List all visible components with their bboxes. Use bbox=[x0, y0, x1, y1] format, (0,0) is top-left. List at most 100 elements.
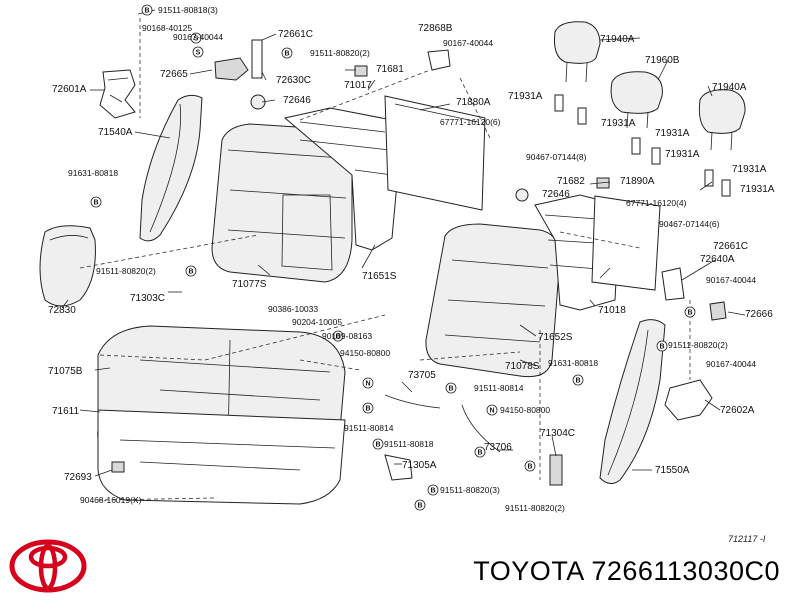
part-label: 90467-07144(6) bbox=[659, 219, 720, 229]
side-cushion-71550A bbox=[599, 319, 666, 484]
seatback-left-71077S bbox=[211, 123, 353, 283]
knob-72646 bbox=[250, 94, 266, 110]
lock-72665 bbox=[214, 57, 249, 81]
part-label: 73706 bbox=[484, 442, 512, 453]
part-label: 72665 bbox=[160, 69, 188, 80]
part-label: 90167-40044 bbox=[443, 38, 493, 48]
part-label: 71018 bbox=[598, 305, 626, 316]
part-label: 71303C bbox=[130, 293, 165, 304]
part-label: 72640A bbox=[700, 254, 735, 265]
marker-circles: B S S B B B N B B N B B B B B B B B B bbox=[90, 4, 696, 511]
part-label: 67771-16120(6) bbox=[440, 117, 501, 127]
armrest-72830 bbox=[39, 225, 96, 307]
footer: 712117 -I TOYOTA 7266113030C0 bbox=[0, 530, 800, 600]
part-label: 71075B bbox=[48, 366, 83, 377]
brand-caption: TOYOTA 7266113030C0 bbox=[473, 556, 780, 586]
part-label: 91511-80820(2) bbox=[96, 266, 156, 276]
striker-72630C bbox=[251, 39, 263, 79]
part-label: 91631-80818 bbox=[68, 168, 118, 178]
side-cushion-71540A bbox=[139, 94, 203, 242]
part-label: 72693 bbox=[64, 472, 92, 483]
part-label: 72661C bbox=[713, 241, 748, 252]
lock-72640A bbox=[661, 267, 685, 301]
part-label: 71017 bbox=[344, 80, 372, 91]
bracket-71305A bbox=[384, 454, 413, 481]
lock-72666 bbox=[709, 301, 727, 321]
part-label: 72601A bbox=[52, 84, 87, 95]
part-label: 72868B bbox=[418, 23, 453, 34]
part-label: 72646 bbox=[283, 95, 311, 106]
svg-text:B: B bbox=[375, 442, 380, 449]
seatback-frame-71017 bbox=[283, 107, 401, 251]
part-label: 71931A bbox=[740, 184, 775, 195]
part-label: 91511-80820(3) bbox=[440, 485, 500, 495]
headrest-71940A-right bbox=[698, 89, 746, 134]
part-label: 71940A bbox=[600, 34, 635, 45]
dashed-leaders bbox=[79, 18, 691, 501]
knob-72646-right bbox=[515, 188, 529, 202]
part-label: 72602A bbox=[720, 405, 755, 416]
svg-text:N: N bbox=[365, 381, 370, 388]
part-label: 71681 bbox=[376, 64, 404, 75]
svg-text:B: B bbox=[365, 406, 370, 413]
svg-text:B: B bbox=[93, 200, 98, 207]
part-label: 90468-16019(X) bbox=[80, 495, 142, 505]
part-label: 71077S bbox=[232, 279, 267, 290]
svg-text:B: B bbox=[144, 8, 149, 15]
svg-text:B: B bbox=[575, 378, 580, 385]
part-label: 71940A bbox=[712, 82, 747, 93]
part-label: 71540A bbox=[98, 127, 133, 138]
part-label: 94150-80800 bbox=[500, 405, 550, 415]
seat-pad-71611 bbox=[97, 409, 346, 505]
part-label: 71682 bbox=[557, 176, 585, 187]
svg-text:B: B bbox=[335, 334, 340, 341]
belt-73706 bbox=[461, 404, 501, 453]
svg-text:B: B bbox=[527, 464, 532, 471]
part-label: 90386-10033 bbox=[268, 304, 318, 314]
part-label: 67771-16120(4) bbox=[626, 198, 687, 208]
seatback-right-71078S bbox=[425, 223, 561, 378]
part-label: 73705 bbox=[408, 370, 436, 381]
part-label: 71931A bbox=[601, 118, 636, 129]
svg-text:B: B bbox=[687, 310, 692, 317]
part-label: 91511-80814 bbox=[474, 383, 524, 393]
part-label: 90109-08163 bbox=[322, 331, 372, 341]
part-labels: 91511-80818(3) 90168-40125 90167-40044 7… bbox=[48, 5, 775, 513]
svg-text:B: B bbox=[430, 488, 435, 495]
part-label: 71550A bbox=[655, 465, 690, 476]
part-label: 71611 bbox=[52, 406, 80, 417]
buckle-71304C bbox=[549, 454, 563, 486]
part-label: 72646 bbox=[542, 189, 570, 200]
svg-text:B: B bbox=[448, 386, 453, 393]
part-label: 71931A bbox=[655, 128, 690, 139]
part-label: 71305A bbox=[402, 460, 437, 471]
headrest-71940A-left bbox=[554, 21, 601, 64]
part-label: 71931A bbox=[665, 149, 700, 160]
toyota-logo bbox=[9, 539, 87, 593]
clip-72693 bbox=[111, 461, 125, 473]
part-label: 91631-80818 bbox=[548, 358, 598, 368]
part-label: 71960B bbox=[645, 55, 680, 66]
part-label: 94150-80800 bbox=[340, 348, 390, 358]
belt-73705 bbox=[384, 394, 441, 409]
headrest-71960B bbox=[610, 71, 663, 114]
part-label: 91511-80818 bbox=[384, 439, 434, 449]
part-label: 90167-40044 bbox=[706, 275, 756, 285]
part-label: 71931A bbox=[508, 91, 543, 102]
svg-text:S: S bbox=[196, 50, 201, 57]
part-label: 90167-40044 bbox=[173, 32, 223, 42]
part-label: 71652S bbox=[538, 332, 573, 343]
part-label: 90204-10005 bbox=[292, 317, 342, 327]
bracket-72602A bbox=[664, 379, 713, 421]
part-label: 71078S bbox=[505, 361, 540, 372]
part-label: 72830 bbox=[48, 305, 76, 316]
part-label: 91511-80818(3) bbox=[158, 5, 218, 15]
part-label: 91511-80814 bbox=[344, 423, 394, 433]
part-label: 91511-80820(2) bbox=[505, 503, 565, 513]
part-label: 90168-40125 bbox=[142, 23, 192, 33]
part-label: 71890A bbox=[620, 176, 655, 187]
svg-text:B: B bbox=[659, 344, 664, 351]
part-label: 72630C bbox=[276, 75, 311, 86]
part-label: 72661C bbox=[278, 29, 313, 40]
